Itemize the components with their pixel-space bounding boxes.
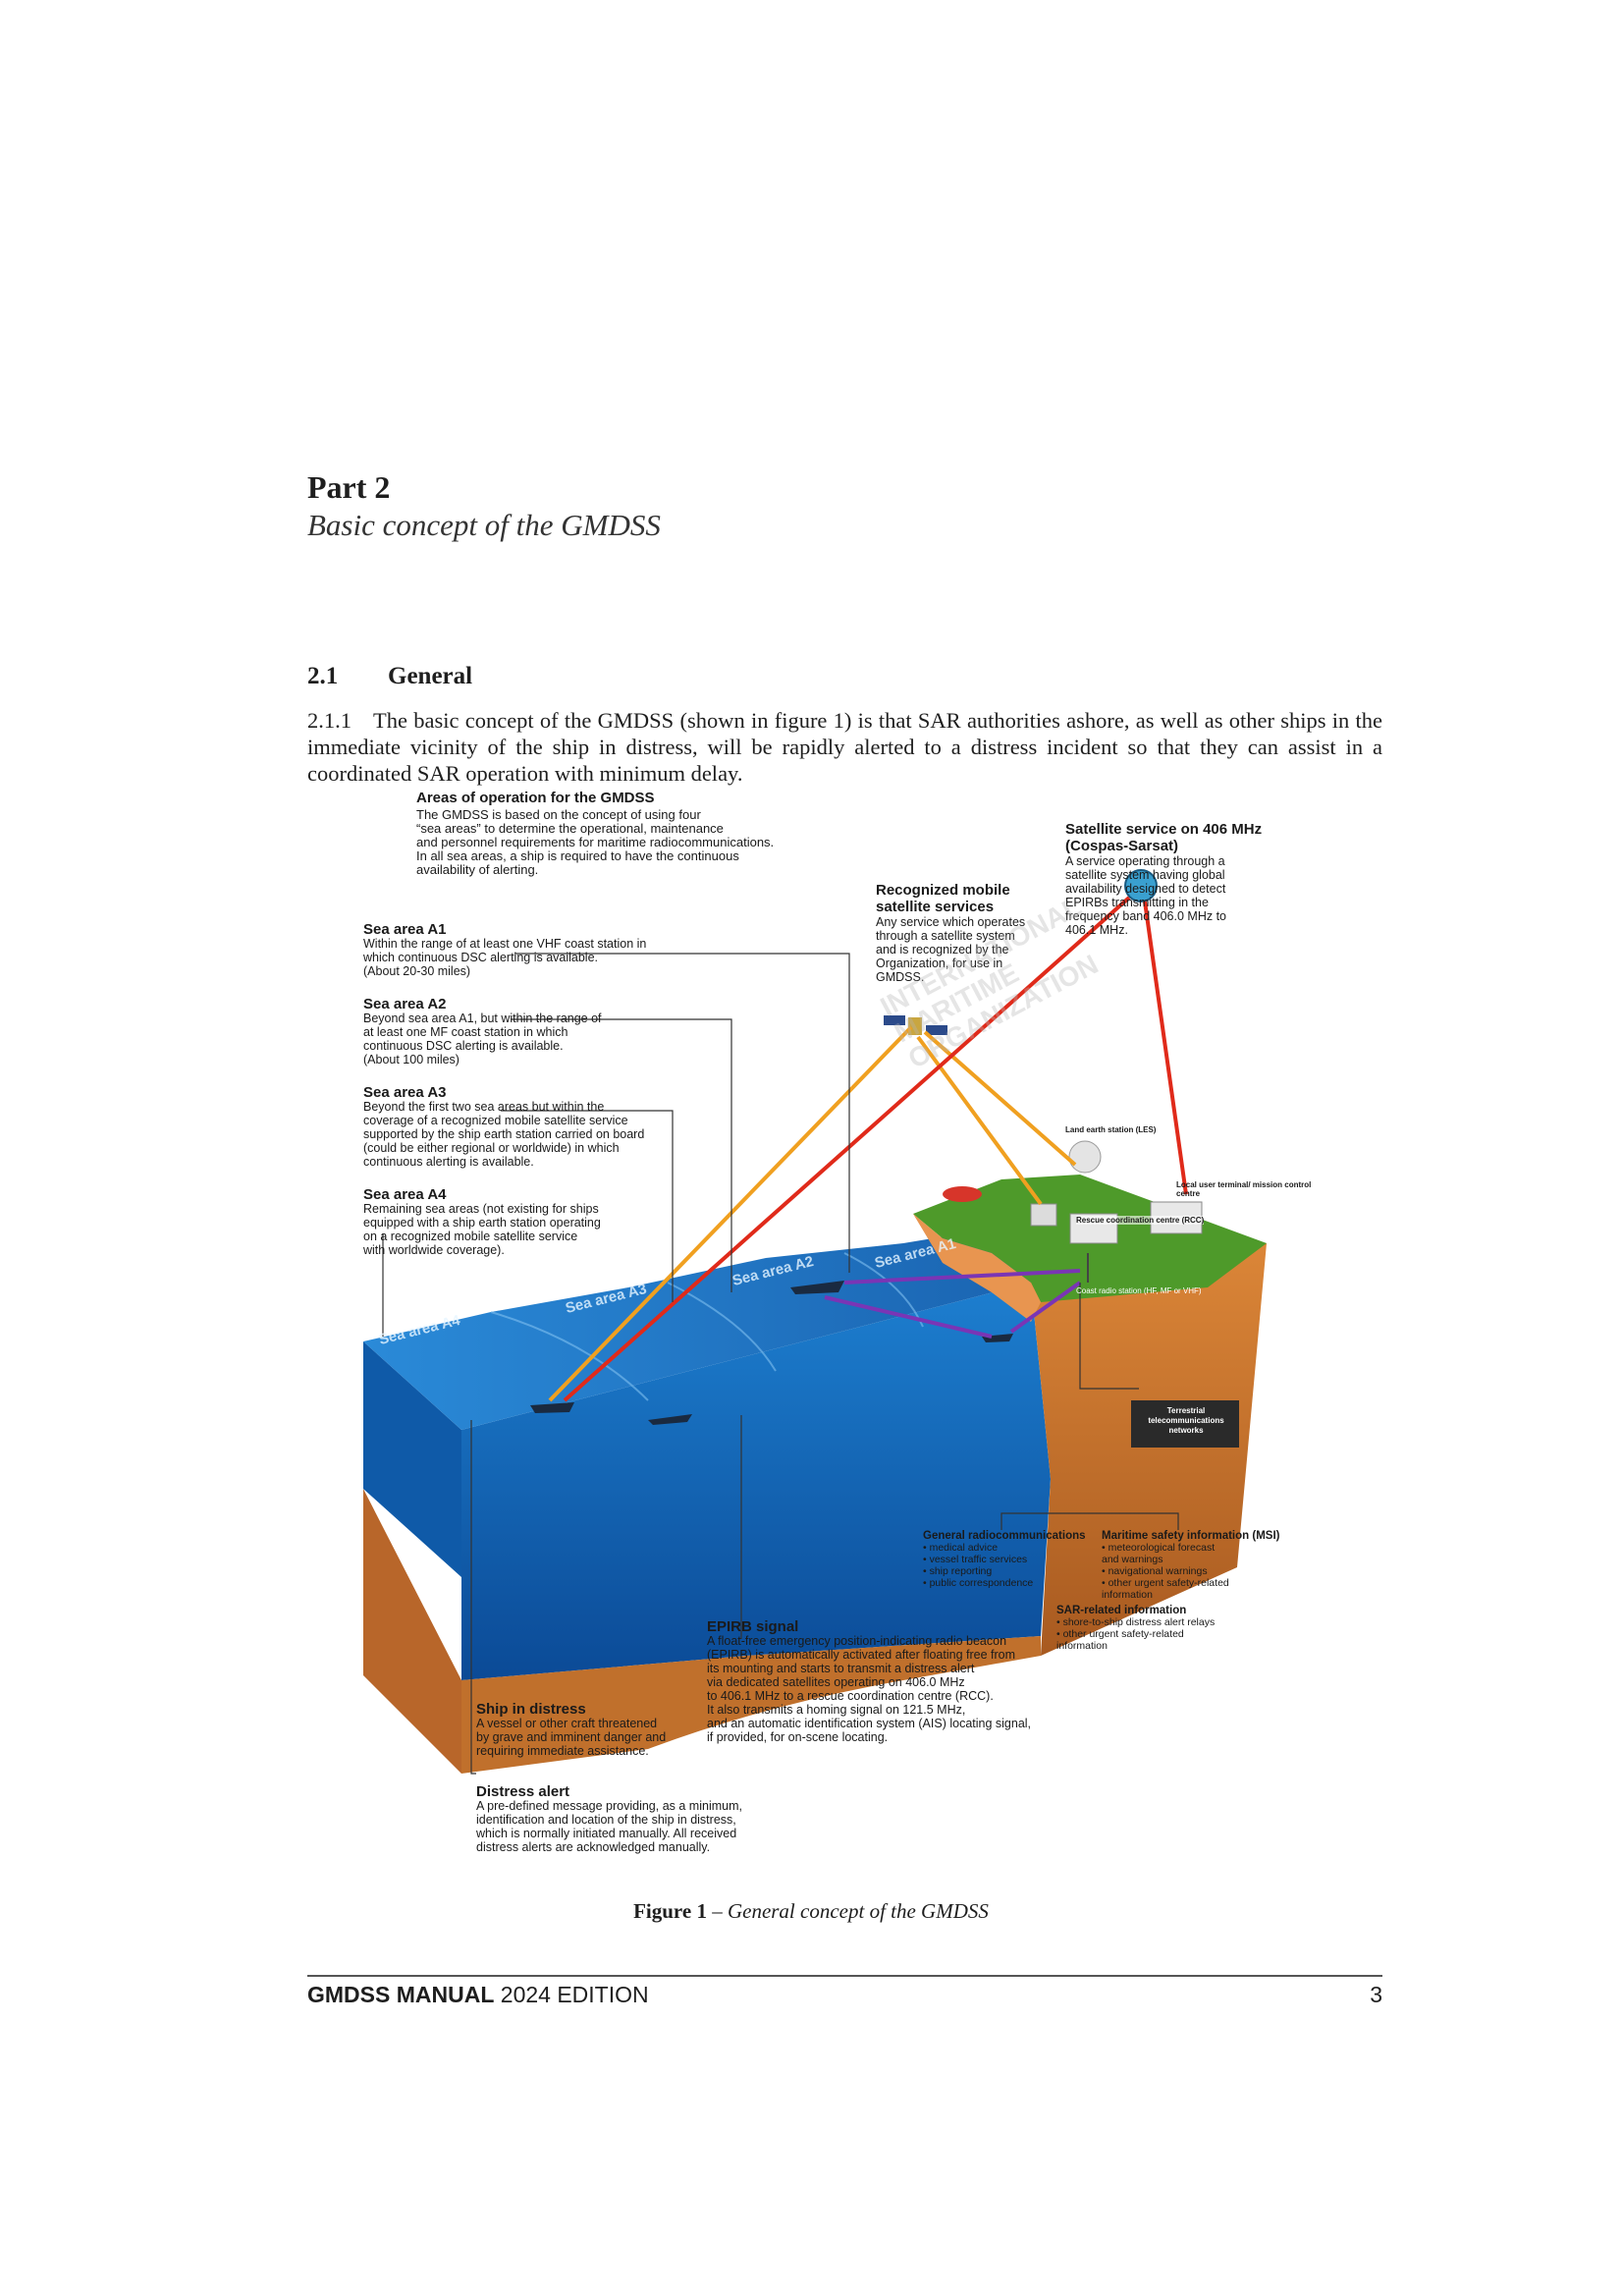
sea-front-face (363, 1341, 461, 1577)
figure-dash: – (706, 1899, 728, 1923)
epirb-title: EPIRB signal (707, 1618, 799, 1635)
a1-body: Within the range of at least one VHF coa… (363, 937, 647, 978)
section-title: General (388, 663, 473, 689)
helicopter (943, 1186, 982, 1202)
general-radio-body: • medical advice • vessel traffic servic… (923, 1542, 1034, 1589)
link-orange-ship-sat (548, 1025, 913, 1402)
leader-a2 (511, 1018, 732, 1292)
sea-long-face (461, 1283, 1051, 1680)
ship-a2 (790, 1281, 844, 1294)
areas-body: The GMDSS is based on the concept of usi… (416, 807, 775, 877)
general-radio-title: General radiocommunications (923, 1530, 1086, 1542)
leader-ship (470, 1420, 476, 1775)
footer-edition: 2024 EDITION (494, 1982, 649, 2007)
les-building (1030, 1203, 1057, 1227)
footer-manual: GMDSS MANUAL (307, 1982, 495, 2007)
areas-title: Areas of operation for the GMDSS (416, 790, 655, 806)
leader-a1 (514, 953, 850, 1273)
link-orange-sat-les (923, 1030, 1077, 1167)
sea-area-a3-caption: Sea area A3 Beyond the first two sea are… (363, 1084, 687, 1169)
link-purple-2 (824, 1295, 993, 1339)
epirb-body: A float-free emergency position-indicati… (707, 1634, 1032, 1744)
msi-body: • meteorological forecast and warnings •… (1102, 1542, 1229, 1601)
leader-terrestrial (1079, 1283, 1139, 1390)
ship-in-distress-caption: Ship in distress A vessel or other craft… (476, 1701, 702, 1758)
a4-title: Sea area A4 (363, 1186, 447, 1203)
epirb-caption: EPIRB signal A float-free emergency posi… (707, 1618, 1080, 1744)
paragraph-text: The basic concept of the GMDSS (shown in… (307, 708, 1382, 786)
gmdss-illustration (363, 869, 1267, 1775)
leader-radio (1000, 1512, 1179, 1530)
terrestrial-box (1131, 1400, 1239, 1448)
paragraph-number: 2.1.1 (307, 708, 351, 733)
a2-title: Sea area A2 (363, 996, 447, 1012)
ship-nearby (648, 1414, 692, 1425)
leader-a3 (501, 1110, 674, 1302)
sea-surface (363, 1214, 1051, 1430)
sar-title: SAR-related information (1056, 1605, 1187, 1616)
a2-body: Beyond sea area A1, but within the range… (363, 1011, 602, 1066)
msi-title: Maritime safety information (MSI) (1102, 1530, 1280, 1542)
part-title: Part 2 (307, 469, 391, 505)
cliff (913, 1214, 1041, 1322)
sea-area-a2-caption: Sea area A2 Beyond sea area A1, but with… (363, 996, 677, 1066)
alert-title: Distress alert (476, 1783, 570, 1800)
gmdss-figure: Areas of operation for the GMDSS The GMD… (353, 790, 1316, 1886)
rcc-label: Rescue coordination centre (RCC) (1076, 1216, 1205, 1225)
a3-title: Sea area A3 (363, 1084, 447, 1101)
geo-satellite (884, 1015, 947, 1035)
a3-body: Beyond the first two sea areas but withi… (363, 1100, 645, 1169)
coast-station-label: Coast radio station (HF, MF or VHF) (1076, 1286, 1202, 1295)
cospas-body: A service operating through a satellite … (1065, 854, 1226, 937)
sar-info-caption: SAR-related information • shore-to-ship … (1056, 1605, 1263, 1652)
rmss-caption: Recognized mobile satellite services Any… (876, 882, 1062, 984)
footer-rule (307, 1975, 1382, 1977)
figure-label: Figure 1 (633, 1899, 707, 1923)
sar-body: • shore-to-ship distress alert relays • … (1056, 1616, 1216, 1652)
figure-text: General concept of the GMDSS (727, 1899, 989, 1923)
sea-area-a4-caption: Sea area A4 Remaining sea areas (not exi… (363, 1186, 677, 1257)
cospas-satellite (1124, 869, 1158, 902)
link-purple-3 (1009, 1281, 1082, 1334)
rmss-title: Recognized mobile satellite services (876, 882, 1010, 915)
figure-caption: Figure 1 – General concept of the GMDSS (0, 1899, 1622, 1924)
les-label: Land earth station (LES) (1065, 1125, 1157, 1134)
alert-body: A pre-defined message providing, as a mi… (476, 1799, 742, 1854)
link-red-cospas-lut (1143, 901, 1188, 1195)
terrestrial-label: Terrestrial telecommunications networks (1148, 1406, 1224, 1435)
ship-title: Ship in distress (476, 1701, 586, 1718)
a4-body: Remaining sea areas (not existing for sh… (363, 1202, 601, 1257)
a1-title: Sea area A1 (363, 921, 447, 938)
general-radio-caption: General radiocommunications • medical ad… (923, 1530, 1100, 1589)
link-purple-1 (843, 1269, 1081, 1285)
sea-arc-a3 (490, 1311, 649, 1401)
cospas-caption: Satellite service on 406 MHz (Cospas-Sar… (1065, 821, 1301, 937)
distress-alert-caption: Distress alert A pre-defined message pro… (476, 1783, 790, 1854)
seabed-strip (461, 1636, 1041, 1774)
sea-area-a1-caption: Sea area A1 Within the range of at least… (363, 921, 677, 978)
link-red-epirb-cospas (563, 896, 1131, 1402)
cospas-title: Satellite service on 406 MHz (Cospas-Sar… (1065, 821, 1263, 854)
areas-caption: Areas of operation for the GMDSS The GMD… (416, 790, 829, 877)
ship-body: A vessel or other craft threatened by gr… (476, 1717, 667, 1758)
footer-title: GMDSS MANUAL 2024 EDITION (307, 1982, 649, 2008)
part-subtitle: Basic concept of the GMDSS (307, 508, 661, 542)
page-number: 3 (1370, 1982, 1382, 2007)
msi-caption: Maritime safety information (MSI) • mete… (1102, 1530, 1298, 1601)
rmss-body: Any service which operates through a sat… (876, 915, 1026, 984)
lut-label: Local user terminal/ mission control cen… (1176, 1180, 1312, 1198)
section-number: 2.1 (307, 663, 339, 689)
ship-in-distress (530, 1402, 574, 1413)
seabed (363, 1489, 461, 1774)
les-dish (1068, 1140, 1102, 1174)
